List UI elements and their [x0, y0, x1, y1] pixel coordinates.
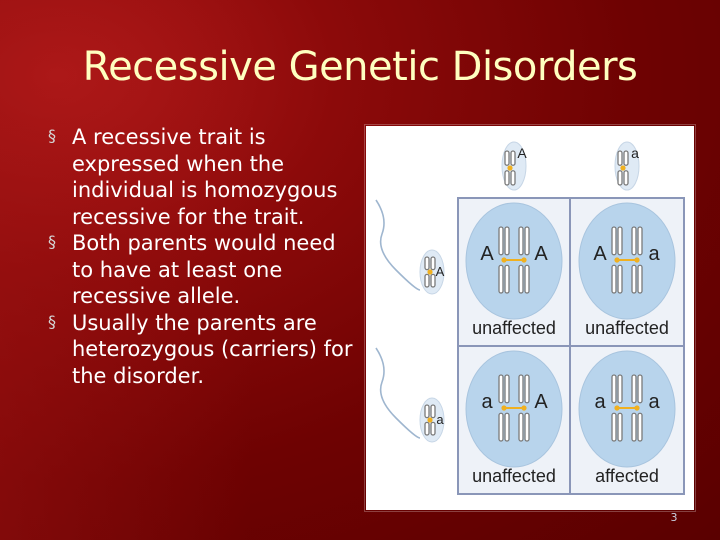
genotype-allele: a	[594, 391, 606, 413]
genotype-allele: a	[481, 391, 493, 413]
bullet-icon: §	[48, 232, 56, 251]
chromosome-pair	[430, 273, 436, 288]
chromosome-pair	[430, 421, 436, 436]
bullet-item: § Both parents would need to have at lea…	[48, 230, 358, 310]
chromosome-pair	[518, 374, 524, 404]
egg-cell: A	[501, 141, 527, 191]
chromosome-pair	[524, 412, 530, 442]
chromosome-pair	[617, 412, 623, 442]
chromosome-pair	[504, 226, 510, 256]
chromosome-pair	[430, 256, 436, 271]
genotype-allele: a	[648, 243, 660, 265]
chromosome-pair	[637, 374, 643, 404]
chromosome-pair	[637, 412, 643, 442]
chromosome-pair	[424, 421, 430, 436]
sperm-cell: A	[375, 199, 445, 295]
sperm-allele-label: a	[436, 412, 444, 427]
bullet-list: § A recessive trait is expressed when th…	[48, 124, 358, 389]
bullet-item: § A recessive trait is expressed when th…	[48, 124, 358, 230]
chromosome-pair	[611, 412, 617, 442]
centromere-dot	[620, 165, 626, 171]
sperm-tail	[375, 199, 421, 291]
egg-allele-label: a	[631, 145, 639, 161]
phenotype-label: unaffected	[472, 318, 556, 338]
phenotype-label: unaffected	[585, 318, 669, 338]
slide-title: Recessive Genetic Disorders	[82, 44, 638, 90]
chromosome-pair	[617, 264, 623, 294]
egg-allele-label: A	[517, 145, 527, 161]
chromosome-pair	[617, 374, 623, 404]
genotype-allele: A	[593, 243, 607, 265]
chromosome-pair	[524, 226, 530, 256]
egg-cell: a	[614, 141, 640, 191]
chromosome-pair	[498, 412, 504, 442]
chromosome-pair	[637, 264, 643, 294]
chromosome-pair	[623, 150, 629, 166]
chromosome-pair	[498, 226, 504, 256]
chromosome-pair	[637, 226, 643, 256]
sperm-allele-label: A	[436, 264, 445, 279]
chromosome-pair	[430, 404, 436, 419]
chromosome-pair	[424, 273, 430, 288]
chromosome-pair	[631, 226, 637, 256]
chromosome-pair	[504, 170, 510, 186]
chromosome-pair	[617, 170, 623, 186]
bullet-text: Usually the parents are heterozygous (ca…	[72, 310, 353, 388]
sperm-cell: a	[375, 347, 445, 443]
genotype-allele: A	[534, 243, 548, 265]
chromosome-pair	[504, 150, 510, 166]
chromosome-pair	[617, 226, 623, 256]
slide-number: 3	[670, 511, 678, 524]
chromosome-pair	[510, 170, 516, 186]
genotype-allele: A	[534, 391, 548, 413]
chromosome-pair	[611, 374, 617, 404]
chromosome-pair	[623, 170, 629, 186]
chromosome-pair	[518, 264, 524, 294]
bullet-icon: §	[48, 126, 56, 145]
centromere-dot	[427, 269, 433, 275]
punnett-cell: a a affected	[578, 350, 676, 486]
phenotype-label: affected	[595, 466, 659, 486]
chromosome-pair	[631, 374, 637, 404]
chromosome-pair	[631, 412, 637, 442]
chromosome-pair	[504, 412, 510, 442]
chromosome-pair	[518, 412, 524, 442]
chromosome-pair	[510, 150, 516, 166]
bullet-text: A recessive trait is expressed when the …	[72, 125, 338, 229]
bullet-item: § Usually the parents are heterozygous (…	[48, 310, 358, 390]
chromosome-pair	[498, 374, 504, 404]
chromosome-pair	[524, 374, 530, 404]
chromosome-pair	[631, 264, 637, 294]
centromere-dot	[507, 165, 513, 171]
bullet-text: Both parents would need to have at least…	[72, 231, 336, 308]
genotype-allele: A	[480, 243, 494, 265]
chromosome-pair	[611, 226, 617, 256]
chromosome-pair	[424, 404, 430, 419]
chromosome-pair	[518, 226, 524, 256]
sperm-tail	[375, 347, 421, 439]
genotype-allele: a	[648, 391, 660, 413]
chromosome-pair	[524, 264, 530, 294]
bullet-icon: §	[48, 311, 56, 331]
chromosome-pair	[504, 374, 510, 404]
chromosome-pair	[617, 150, 623, 166]
phenotype-label: unaffected	[472, 466, 556, 486]
chromosome-pair	[504, 264, 510, 294]
chromosome-pair	[611, 264, 617, 294]
centromere-dot	[427, 417, 433, 423]
chromosome-pair	[498, 264, 504, 294]
chromosome-pair	[424, 256, 430, 271]
